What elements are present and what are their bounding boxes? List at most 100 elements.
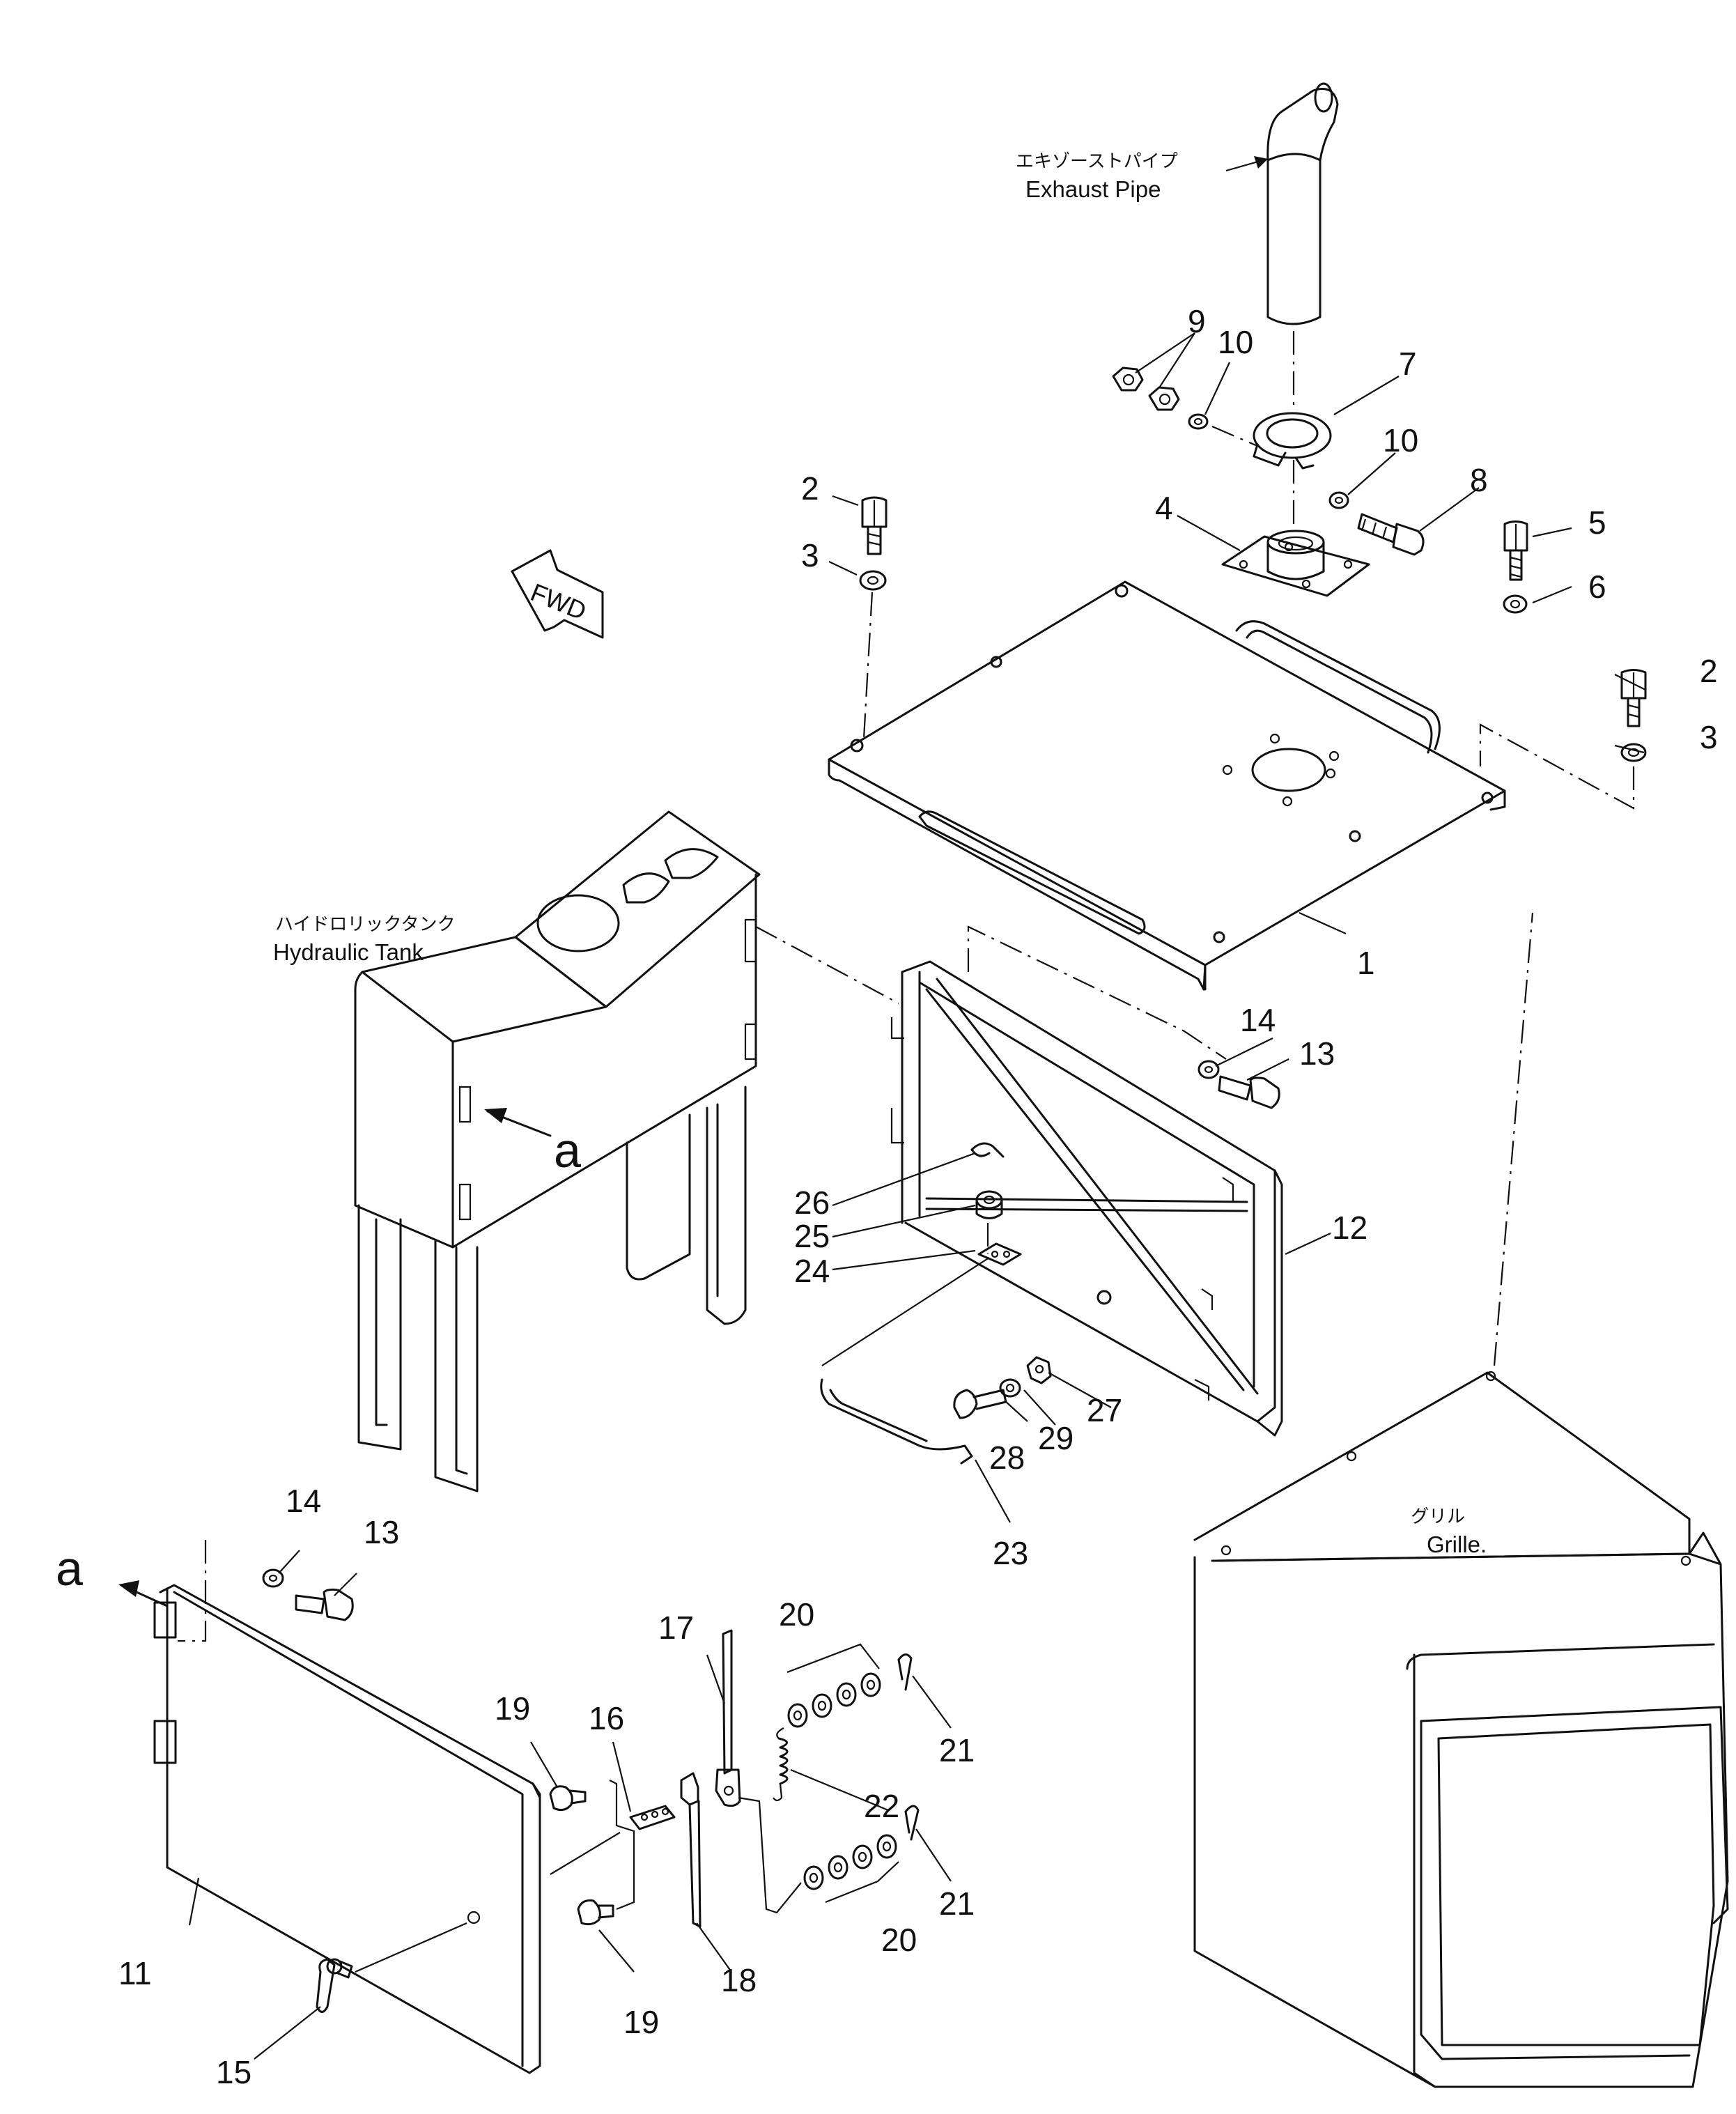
frame-part-12 xyxy=(890,960,1283,1437)
part-number: 21 xyxy=(939,1885,975,1922)
part-number: 14 xyxy=(1240,1002,1276,1038)
bracket-part-16 xyxy=(629,1805,676,1830)
exhaust-pipe xyxy=(1266,82,1339,325)
adapter-part-4 xyxy=(1221,530,1370,597)
part-number: 7 xyxy=(1399,346,1417,382)
grille-label-jp: グリル xyxy=(1411,1506,1465,1527)
pin-part-21a xyxy=(897,1653,913,1691)
grille xyxy=(1193,1371,1729,2088)
part-number: 20 xyxy=(779,1596,814,1633)
part-number: 21 xyxy=(939,1732,975,1768)
rod-part-23 xyxy=(820,1257,990,1465)
washer-part-14b xyxy=(262,1568,284,1588)
washer-part-10b xyxy=(1328,491,1349,509)
part-number: 15 xyxy=(216,2054,251,2090)
hydraulic-tank-label-jp: ハイドロリックタンク xyxy=(275,913,455,934)
bolt-part-28 xyxy=(953,1389,1007,1419)
rod-part-18 xyxy=(680,1772,702,1928)
bolt-part-5 xyxy=(1503,520,1528,581)
centerline xyxy=(755,926,899,1004)
washer-part-3b xyxy=(1620,743,1647,762)
part-number: 3 xyxy=(801,537,819,573)
part-number: 25 xyxy=(794,1218,830,1254)
centerline xyxy=(967,925,1227,1060)
part-number: 17 xyxy=(658,1610,694,1646)
view-a-label-2: a xyxy=(56,1541,83,1596)
part-number: 27 xyxy=(1087,1392,1122,1428)
part-number: 13 xyxy=(1299,1035,1335,1072)
arrow-icon xyxy=(118,1580,139,1597)
washer-part-3a xyxy=(859,570,887,591)
nut-part-9 xyxy=(1112,367,1180,411)
top-cover-part-1 xyxy=(828,580,1506,991)
clamp-part-7 xyxy=(1253,412,1332,470)
fwd-arrow-icon: FWD xyxy=(511,549,604,639)
part-number: 11 xyxy=(118,1955,152,1991)
part-number: 20 xyxy=(881,1922,917,1958)
part-number: 14 xyxy=(286,1483,321,1519)
washer-part-20a xyxy=(787,1672,881,1728)
bolt-part-2a xyxy=(861,496,888,555)
arrow-icon xyxy=(1254,156,1268,169)
part-number: 9 xyxy=(1188,303,1206,339)
nut-part-27 xyxy=(1026,1356,1052,1384)
part-number: 12 xyxy=(1332,1210,1367,1246)
part-number: 16 xyxy=(589,1700,624,1736)
part-number: 4 xyxy=(1155,490,1173,526)
part-number: 23 xyxy=(993,1535,1028,1571)
part-number: 18 xyxy=(721,1962,757,1998)
part-number: 13 xyxy=(364,1514,399,1550)
pin-hole xyxy=(1096,1290,1112,1305)
centerline xyxy=(1493,912,1534,1366)
bolt-part-8 xyxy=(1357,513,1425,556)
part-number: 28 xyxy=(989,1440,1025,1476)
spacer-part-25 xyxy=(975,1190,1003,1219)
hydraulic-tank xyxy=(354,810,761,1492)
part-number: 1 xyxy=(1357,945,1375,981)
pin-part-26 xyxy=(970,1142,1005,1158)
exhaust-pipe-label-jp: エキゾーストパイプ xyxy=(1016,151,1178,171)
grille-label-en: Grille. xyxy=(1427,1532,1487,1557)
linkage xyxy=(550,1832,621,1875)
centerline xyxy=(355,1922,467,1973)
pin-part-19a xyxy=(549,1785,587,1812)
part-number: 24 xyxy=(794,1253,830,1289)
part-number: 10 xyxy=(1218,324,1253,360)
part-number: 2 xyxy=(801,470,819,507)
rod-part-17 xyxy=(715,1629,741,1807)
side-door-part-11 xyxy=(153,1584,541,2074)
pin-part-21b xyxy=(904,1805,920,1841)
hydraulic-tank-label-en: Hydraulic Tank xyxy=(273,939,424,965)
part-number: 2 xyxy=(1700,653,1718,689)
part-number: 5 xyxy=(1588,504,1606,541)
centerline xyxy=(178,1540,207,1642)
leader-lines xyxy=(188,332,1646,2060)
washer-part-14a xyxy=(1198,1060,1220,1079)
part-number: 8 xyxy=(1470,462,1488,498)
part-number: 26 xyxy=(794,1185,830,1221)
centerline xyxy=(1211,425,1258,447)
part-number: 19 xyxy=(623,2004,659,2040)
latch-part-15 xyxy=(316,1958,353,2013)
bolt-part-13b xyxy=(295,1588,354,1621)
washer-part-20b xyxy=(803,1834,897,1890)
centerline xyxy=(862,592,874,739)
part-number-labels: 1 2 2 3 3 4 5 6 7 8 9 10 10 11 12 13 13 … xyxy=(118,303,1718,2090)
fwd-label: FWD xyxy=(527,578,590,626)
part-number: 6 xyxy=(1588,569,1606,605)
view-a-label-1: a xyxy=(554,1123,581,1178)
arrow-icon xyxy=(484,1108,507,1123)
part-number: 19 xyxy=(495,1690,530,1727)
washer-part-6 xyxy=(1503,594,1528,614)
linkage xyxy=(609,1780,635,1911)
linkage xyxy=(738,1796,802,1914)
bracket-line xyxy=(825,1861,899,1904)
bracket-part-24 xyxy=(977,1242,1022,1266)
centerline xyxy=(1479,723,1635,810)
part-number: 3 xyxy=(1700,719,1718,755)
washer-part-10a xyxy=(1188,413,1209,430)
spring-part-22 xyxy=(773,1727,789,1802)
part-number: 29 xyxy=(1038,1420,1074,1456)
bolt-part-2b xyxy=(1620,669,1647,727)
